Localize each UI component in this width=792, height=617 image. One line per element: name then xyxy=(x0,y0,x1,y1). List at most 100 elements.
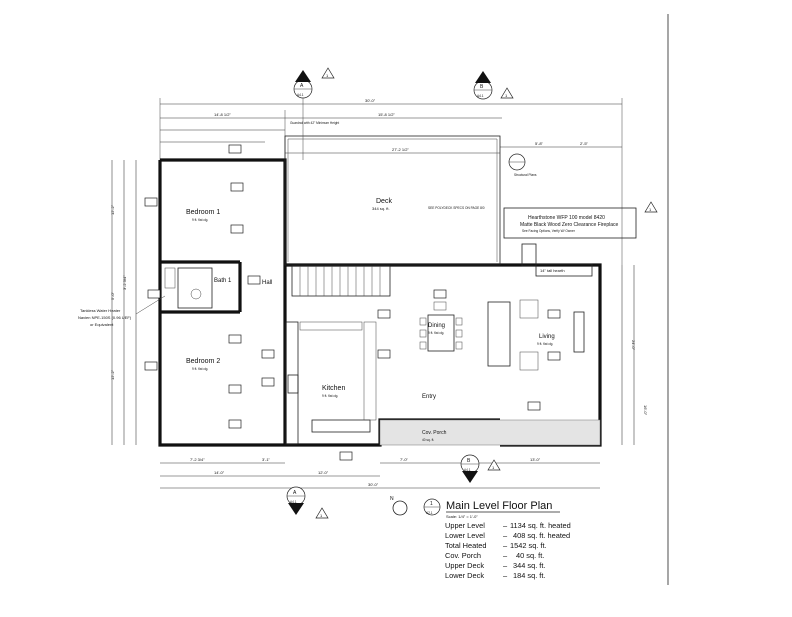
window-tags xyxy=(144,144,561,461)
dim-top-right-a: 5'-8" xyxy=(535,141,544,146)
room-kitchen: Kitchen xyxy=(322,385,345,392)
dim-left-c: 5'-0" xyxy=(110,291,115,300)
svg-text:A: A xyxy=(293,490,297,496)
room-deck: Deck xyxy=(376,198,392,205)
schedule-value-1: 408 sq. ft. heated xyxy=(513,531,570,540)
room-bath: Bath 1 xyxy=(214,278,232,284)
room-entry: Entry xyxy=(422,394,436,400)
plan-title-block: 1 A2.1 Main Level Floor Plan Scale: 1/4"… xyxy=(423,498,560,519)
dim-overall-bottom: 30'-0" xyxy=(368,482,379,487)
revision-triangles: 1 1 1 1 1 xyxy=(315,67,658,519)
area-schedule: Upper Level – 1134 sq. ft. heated Lower … xyxy=(445,521,571,580)
porch-area: 40 sq. ft. xyxy=(422,438,434,442)
section-marker-top-left: A A4.1 xyxy=(293,70,313,160)
room-bedroom-2: Bedroom 2 xyxy=(186,358,220,365)
dining-table xyxy=(419,301,463,352)
schedule-value-3: 40 sq. ft. xyxy=(516,551,544,560)
dim-bottom-a: 7'-2 3/4" xyxy=(190,457,205,462)
svg-text:1: 1 xyxy=(492,465,495,470)
bath-fixtures xyxy=(164,267,213,309)
dim-deck-width: 27'-2 1/2" xyxy=(392,147,409,152)
living-furniture xyxy=(487,299,585,371)
fireplace-box xyxy=(521,243,537,267)
schedule-label-3: Cov. Porch xyxy=(445,551,481,560)
north-arrow-icon: N xyxy=(390,496,408,516)
svg-text:or Equivalent: or Equivalent xyxy=(90,322,114,327)
section-marker-bottom-right: B A4.1 xyxy=(460,454,480,483)
deck-spec-note: SEE POLYDECK SPECS ON PAGE 8/0 xyxy=(428,206,485,210)
view-number: 1 xyxy=(430,501,433,507)
dim-left-d: 12'-2" xyxy=(110,369,115,380)
svg-text:N: N xyxy=(390,496,394,502)
plan-title: Main Level Floor Plan xyxy=(446,500,552,512)
dim-overall-top: 30'-0" xyxy=(365,98,376,103)
water-heater-note: Tankless Water Heater Navien NPE-150S (0… xyxy=(78,295,166,327)
dim-top-mid: 15'-8 1/2" xyxy=(378,112,395,117)
deck-outline xyxy=(284,135,501,266)
svg-text:A4.1: A4.1 xyxy=(477,94,484,98)
stairs xyxy=(291,265,391,297)
dim-right-b: 16'-0" xyxy=(643,405,648,416)
schedule-value-2: 1542 sq. ft. xyxy=(510,541,547,550)
svg-text:B: B xyxy=(467,458,471,464)
schedule-label-1: Lower Level xyxy=(445,531,485,540)
hearth-tag-label: 14" tall hearth xyxy=(540,268,565,273)
right-dimension-lines: 24'-0" 16'-0" xyxy=(621,265,648,445)
dining-note: 9 ft. flat clg. xyxy=(428,331,444,335)
svg-text:–: – xyxy=(503,541,508,550)
structural-plans-marker: Structural Plans xyxy=(508,153,537,177)
schedule-value-5: 184 sq. ft. xyxy=(513,571,545,580)
svg-text:See Facing Options, Verify W/: See Facing Options, Verify W/ Owner xyxy=(522,229,576,233)
svg-text:A4.1: A4.1 xyxy=(290,500,297,504)
bedroom-1-note: 9 ft. flat clg. xyxy=(192,218,208,222)
porch-fill xyxy=(379,419,601,446)
kitchen-note: 9 ft. flat clg. xyxy=(322,394,338,398)
svg-text:1: 1 xyxy=(505,93,508,98)
top-dimension-lines: 30'-0" 14'-8 1/2" 15'-8 1/2" 27'-2 1/2" … xyxy=(159,98,623,265)
dim-bottom-c: 14'-0" xyxy=(214,470,225,475)
guardrail-note: Guardrail with 42" Minimum Height xyxy=(290,121,339,125)
schedule-value-4: 344 sq. ft. xyxy=(513,561,545,570)
fireplace-note: Hearthstone WFP 100 model 8420 Matte Bla… xyxy=(503,207,637,239)
svg-text:Tankless Water Heater: Tankless Water Heater xyxy=(80,308,121,313)
bottom-dimension-lines: 7'-2 3/4" 3'-1" 14'-0" 12'-0" 7'-0" 13'-… xyxy=(160,457,600,489)
svg-text:A4.1: A4.1 xyxy=(297,93,304,97)
schedule-label-5: Lower Deck xyxy=(445,571,484,580)
section-marker-top-right: B A4.1 xyxy=(473,71,493,100)
view-sheet-ref: A2.1 xyxy=(426,511,433,515)
svg-text:Hearthstone WFP 100 model 8420: Hearthstone WFP 100 model 8420 xyxy=(528,215,605,221)
room-living: Living xyxy=(539,334,555,340)
schedule-label-4: Upper Deck xyxy=(445,561,484,570)
plan-scale: Scale: 1/4" = 1'-0" xyxy=(446,514,478,519)
svg-text:–: – xyxy=(503,561,508,570)
schedule-label-0: Upper Level xyxy=(445,521,485,530)
room-dining: Dining xyxy=(428,323,445,329)
hearth xyxy=(535,263,593,277)
dim-top-right-b: 2'-5" xyxy=(580,141,589,146)
dim-bottom-e: 7'-0" xyxy=(400,457,409,462)
dim-bottom-f: 13'-0" xyxy=(530,457,541,462)
svg-text:Structural Plans: Structural Plans xyxy=(514,173,537,177)
svg-text:1: 1 xyxy=(320,513,323,518)
dim-top-left: 14'-8 1/2" xyxy=(214,112,231,117)
room-hall: Hall xyxy=(262,280,272,286)
schedule-label-2: Total Heated xyxy=(445,541,487,550)
svg-text:A: A xyxy=(300,83,304,89)
kitchen-counters xyxy=(285,321,377,445)
svg-text:1: 1 xyxy=(326,73,329,78)
left-dimension-lines: 12'-2" 3'-2 3/4" 5'-0" 12'-2" xyxy=(110,160,137,445)
room-porch: Cov. Porch xyxy=(422,430,447,436)
dim-left-b: 3'-2 3/4" xyxy=(122,275,127,290)
svg-text:1: 1 xyxy=(649,207,652,212)
svg-text:–: – xyxy=(503,531,508,540)
section-marker-bottom-left: A A4.1 xyxy=(286,486,306,515)
room-bedroom-1: Bedroom 1 xyxy=(186,209,220,216)
schedule-value-0: 1134 sq. ft. heated xyxy=(510,521,571,530)
svg-text:–: – xyxy=(503,551,508,560)
svg-text:–: – xyxy=(503,521,508,530)
svg-text:Navien NPE-150S (0.96 UEF): Navien NPE-150S (0.96 UEF) xyxy=(78,315,132,320)
svg-text:B: B xyxy=(480,84,484,90)
svg-text:–: – xyxy=(503,571,508,580)
